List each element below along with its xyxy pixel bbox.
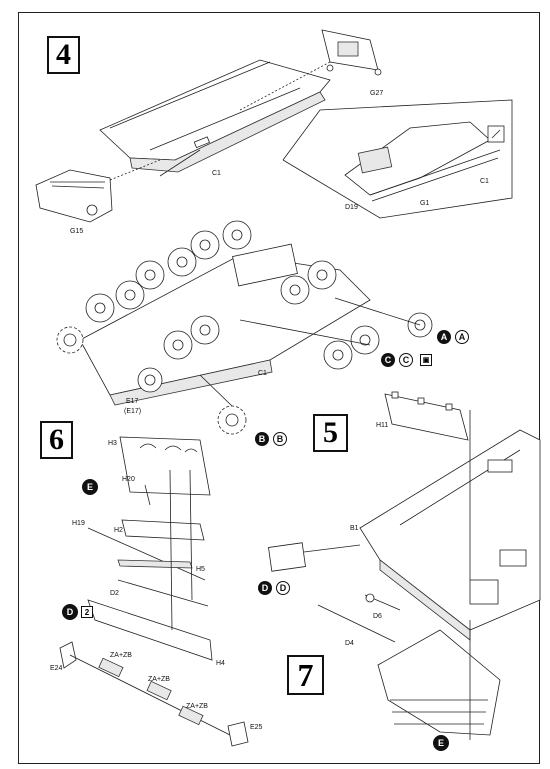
sprockets-drawing <box>56 326 247 435</box>
h11-plate-drawing <box>384 391 469 441</box>
quantity-badge: 2 <box>81 606 93 618</box>
part-label-d19: D19 <box>345 204 358 211</box>
step-number-7: 7 <box>287 655 324 695</box>
marker-a-paren: A <box>455 330 469 344</box>
marker-d-step5: D <box>258 581 272 595</box>
front-plate-g15-drawing <box>35 159 161 223</box>
marker-e-step7: E <box>433 735 449 751</box>
part-label-d4: D4 <box>345 640 354 647</box>
part-label-e24: E24 <box>50 665 63 672</box>
marker-a-solid: A <box>437 330 451 344</box>
step-number-4: 4 <box>47 36 80 74</box>
part-label-h2: H2 <box>114 527 123 534</box>
road-wheels-drawing <box>85 220 433 370</box>
marker-c-paren: C <box>399 353 413 367</box>
hull-plate-c1-drawing <box>99 59 331 173</box>
marker-d-step6: D <box>62 604 78 620</box>
rod-parts-drawing <box>317 593 401 643</box>
upper-hull-drawing <box>359 410 541 641</box>
part-label-g27: G27 <box>370 90 384 97</box>
part-label-h20: H20 <box>122 476 135 483</box>
part-label-e17: E17 <box>126 398 139 405</box>
assembly-guide-lines <box>159 149 421 407</box>
marker-e-step6: E <box>82 479 98 495</box>
page-border <box>18 12 540 764</box>
part-label-h19: H19 <box>72 520 85 527</box>
fender-plate-e-drawing <box>377 620 501 740</box>
part-label-g15: G15 <box>70 228 84 235</box>
exhaust-assembly-drawing <box>268 542 499 605</box>
fender-assembly-drawing <box>87 436 213 661</box>
part-label-g1: G1 <box>420 200 430 207</box>
part-label-c1-inset: C1 <box>480 178 489 185</box>
part-label-c1-chassis: C1 <box>258 370 267 377</box>
step-number-6: 6 <box>40 421 73 459</box>
step-number-5: 5 <box>313 414 348 452</box>
part-label-d6: D6 <box>373 613 382 620</box>
part-label-zazb-3: ZA+ZB <box>186 703 208 710</box>
decal-sheet-icon: ▣ <box>420 354 432 366</box>
part-label-e25: E25 <box>250 724 263 731</box>
marker-b-solid: B <box>255 432 269 446</box>
detail-inset-drawing <box>282 99 513 219</box>
part-label-h5: H5 <box>196 566 205 573</box>
marker-d-paren-step5: D <box>276 581 290 595</box>
rear-plate-g27-drawing <box>239 29 382 111</box>
part-label-zazb-2: ZA+ZB <box>148 676 170 683</box>
part-label-b1: B1 <box>350 525 359 532</box>
part-label-e17-alt: (E17) <box>124 408 142 415</box>
part-label-zazb-1: ZA+ZB <box>110 652 132 659</box>
part-label-h11: H11 <box>376 422 389 429</box>
marker-c-solid: C <box>381 353 395 367</box>
part-label-d2: D2 <box>110 590 119 597</box>
paint-detail-icon <box>487 125 505 143</box>
track-link-parts-drawing <box>59 641 249 747</box>
part-label-h3: H3 <box>108 440 117 447</box>
marker-b-paren: B <box>273 432 287 446</box>
part-label-h4: H4 <box>216 660 225 667</box>
part-label-c1: C1 <box>212 170 221 177</box>
